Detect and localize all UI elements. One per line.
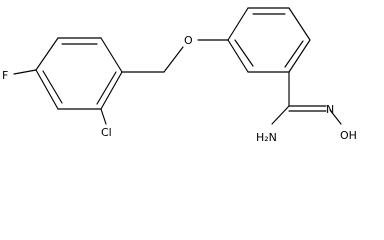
bond-fluorophenyl-1 [35, 37, 59, 71]
bond-benzene-3 [288, 7, 311, 41]
bond-fluorophenyl-3 [100, 37, 123, 73]
bond-fluorophenyl-4 [100, 71, 123, 110]
atom-f: F [2, 69, 8, 82]
atom-n: N [326, 103, 334, 116]
molecule-diagram: F Cl O N OH H₂N [2, 7, 357, 144]
bond-amidine-carbon-nh2 [271, 105, 290, 125]
bond-benzene-4 [288, 39, 311, 73]
bond-benzene-6 [227, 39, 249, 73]
bonds [13, 7, 342, 125]
bond-benzene-1 [227, 7, 249, 41]
bond-ch2-oxygen [163, 46, 184, 73]
atom-ether-o: O [184, 34, 193, 47]
bond-n-oh [329, 109, 342, 125]
bond-benzene-double-3 [234, 39, 254, 67]
atom-cl: Cl [101, 126, 112, 139]
bond-fluorophenyl-6 [35, 69, 59, 110]
atom-labels: F Cl O N OH H₂N [2, 34, 357, 144]
atom-oh: OH [340, 129, 357, 142]
bond-f-ring [13, 69, 37, 75]
atom-nh2: H₂N [256, 131, 277, 144]
bond-benzene-double-2 [284, 40, 304, 68]
bond-fluorophenyl-double-2 [96, 71, 117, 105]
bond-cl-ring [100, 108, 107, 125]
bond-fluorophenyl-double-3 [42, 70, 63, 104]
